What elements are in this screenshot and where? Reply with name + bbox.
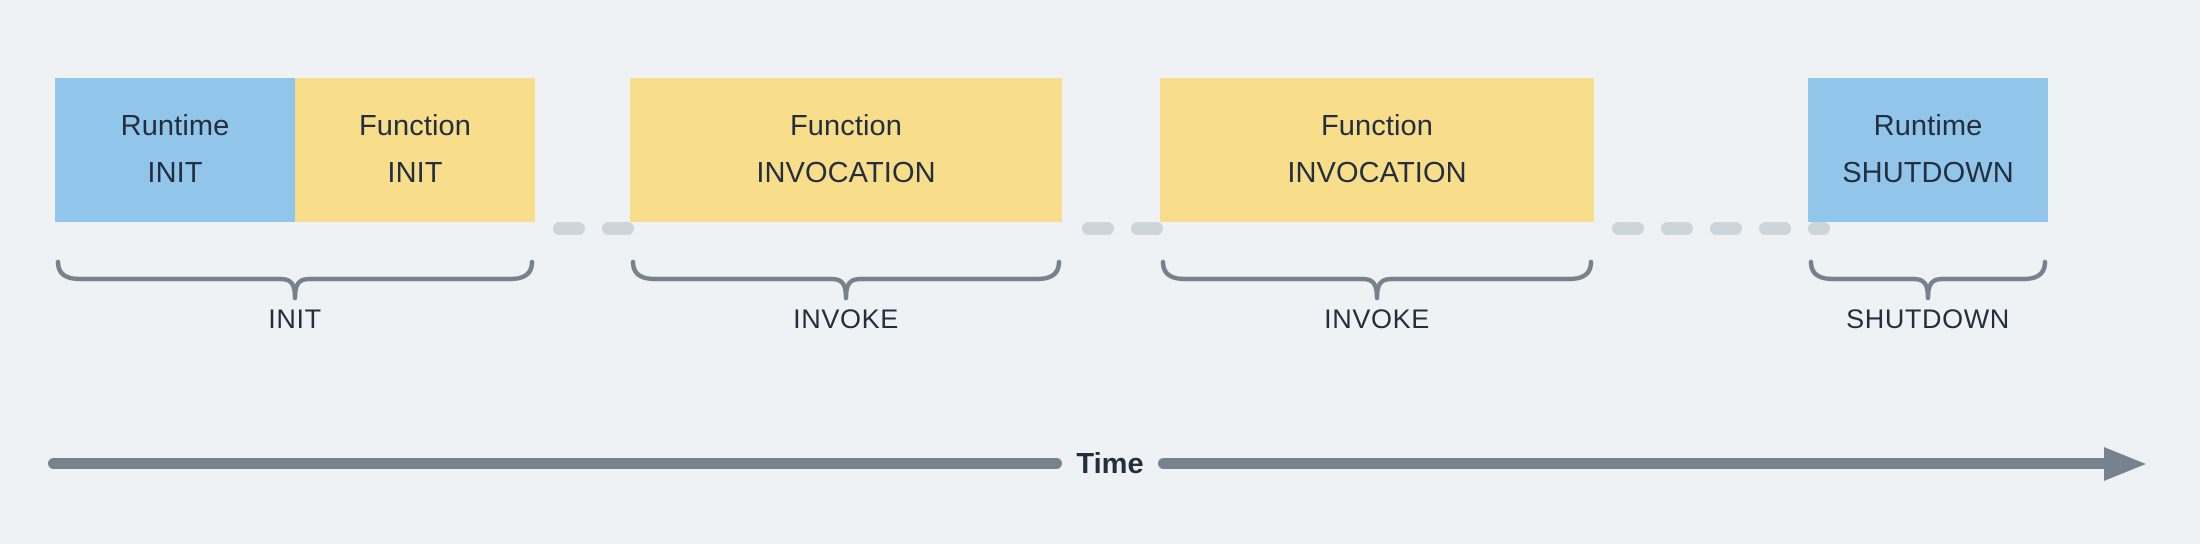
block-function-init-line1: Function	[358, 110, 472, 142]
block-group-init: Runtime INIT Function INIT	[55, 78, 535, 222]
brace-invoke-1: INVOKE	[630, 258, 1062, 334]
connector-1	[553, 221, 634, 235]
block-runtime-init-line2: INIT	[147, 157, 203, 189]
time-axis: Time	[0, 440, 2200, 494]
brace-shutdown: SHUTDOWN	[1808, 258, 2048, 334]
time-axis-label: Time	[1076, 448, 1144, 480]
time-axis-line-left	[48, 458, 1062, 469]
dash-segment	[1759, 221, 1791, 235]
block-group-shutdown: Runtime SHUTDOWN	[1808, 78, 2048, 222]
block-runtime-init: Runtime INIT	[55, 78, 295, 222]
block-function-invocation-1: Function INVOCATION	[630, 78, 1062, 222]
block-runtime-shutdown: Runtime SHUTDOWN	[1808, 78, 2048, 222]
phase-label-invoke-1: INVOKE	[793, 304, 899, 334]
dash-segment	[602, 221, 634, 235]
block-function-invocation-1-line2: INVOCATION	[756, 157, 936, 189]
block-function-invocation-1-line1: Function	[789, 110, 903, 142]
time-arrowhead-icon	[2104, 447, 2146, 481]
phase-block-row: Runtime INIT Function INIT Function INVO…	[0, 78, 2200, 235]
dash-segment	[553, 221, 585, 235]
block-function-invocation-2: Function INVOCATION	[1160, 78, 1594, 222]
connector-2	[1082, 221, 1163, 235]
brace-init: INIT	[55, 258, 535, 334]
dash-segment	[1612, 221, 1644, 235]
dash-segment	[1131, 221, 1163, 235]
phase-brace-row: INIT INVOKE INVOKE SHUTDOWN	[0, 258, 2200, 378]
block-function-init-line2: INIT	[387, 157, 443, 189]
block-function-invocation-2-line2: INVOCATION	[1287, 157, 1467, 189]
phase-label-shutdown: SHUTDOWN	[1846, 304, 2010, 334]
block-group-invoke-1: Function INVOCATION	[630, 78, 1062, 222]
block-function-invocation-2-line1: Function	[1320, 110, 1434, 142]
phase-label-invoke-2: INVOKE	[1324, 304, 1430, 334]
brace-invoke-2: INVOKE	[1160, 258, 1594, 334]
phase-label-init: INIT	[268, 304, 322, 334]
dash-segment	[1808, 221, 1830, 235]
dash-segment	[1082, 221, 1114, 235]
block-runtime-init-line1: Runtime	[120, 110, 230, 142]
connector-3	[1612, 221, 1830, 235]
dash-segment	[1710, 221, 1742, 235]
time-axis-line-right	[1158, 458, 2118, 469]
block-group-invoke-2: Function INVOCATION	[1160, 78, 1594, 222]
block-runtime-shutdown-line1: Runtime	[1873, 110, 1983, 142]
block-runtime-shutdown-line2: SHUTDOWN	[1842, 157, 2014, 189]
dash-segment	[1661, 221, 1693, 235]
block-function-init: Function INIT	[295, 78, 535, 222]
